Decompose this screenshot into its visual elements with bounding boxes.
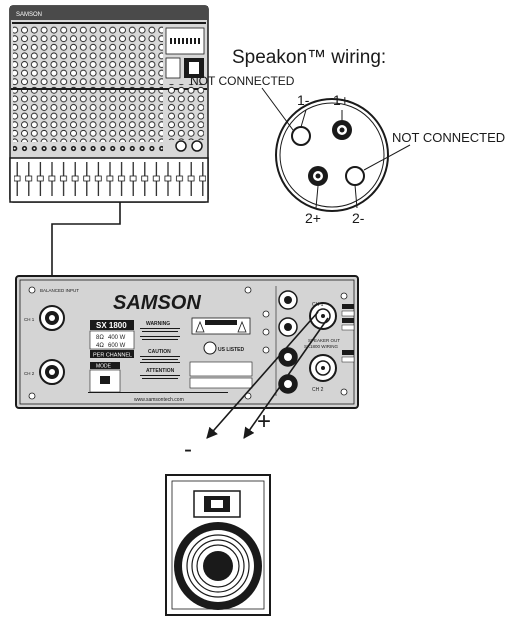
negative-polarity-label: - <box>184 436 192 463</box>
speakon-wiring-title: Speakon™ wiring: <box>232 47 387 68</box>
amp-out-ch1-label: CH 1 <box>312 302 324 308</box>
pin-2-plus-label: 2+ <box>305 210 321 226</box>
mixer-mute-row <box>13 142 163 152</box>
amp-rating-watts-2: 600 W <box>108 343 126 349</box>
binding-posts <box>275 286 298 396</box>
amp-rating-ohms-2: 4Ω <box>96 343 104 349</box>
amp-balanced-input: BALANCED INPUT <box>40 288 79 293</box>
amp-speaker-wiring: SX1800 WIRING <box>304 344 339 349</box>
amp-out-ch2-label: CH 2 <box>312 387 324 393</box>
not-connected-label-right: NOT CONNECTED <box>392 130 506 145</box>
pin-1-minus-label: 1- <box>297 92 310 108</box>
mixer-to-amp-cable <box>51 202 121 276</box>
pin-2-minus-terminal <box>345 166 365 186</box>
pin-1-plus-label: 1+ <box>333 92 349 108</box>
speaker-cable-negative <box>206 311 319 439</box>
speaker-cable-positive <box>243 317 329 439</box>
amp-mode-label: MODE <box>96 364 112 370</box>
amp-in-ch1-label: CH 1 <box>24 317 35 322</box>
amp-caution-label: CAUTION <box>148 349 171 355</box>
amp-rating-watts-1: 400 W <box>108 335 126 341</box>
pin-1-minus-terminal <box>291 126 311 146</box>
not-connected-label-left: NOT CONNECTED <box>190 74 295 88</box>
amp-brand: SAMSON <box>113 292 201 314</box>
amp-model: SX 1800 <box>96 321 127 330</box>
mixer-knob-rows-upper <box>13 26 163 88</box>
amp-website: www.samsontech.com <box>134 397 184 403</box>
speakon-connector <box>261 87 411 212</box>
mixer-faders <box>14 160 206 200</box>
amp-per-channel: PER CHANNEL <box>93 353 132 359</box>
positive-polarity-label: + <box>257 408 272 435</box>
amplifier-rear-panel: SAMSON SX 1800 8Ω 400 W 4Ω 600 W PER CHA… <box>15 275 359 409</box>
amp-warning-label: WARNING <box>146 321 170 327</box>
mixer-meter <box>165 27 205 55</box>
pin-2-minus-label: 2- <box>352 210 365 226</box>
amp-speaker-out: SPEAKER OUT <box>308 338 340 343</box>
amp-rating-ohms-1: 8Ω <box>96 335 104 341</box>
amp-ul-listed: US LISTED <box>218 347 245 353</box>
amp-attention-label: ATTENTION <box>146 368 175 374</box>
mixer-brand-label: SAMSON <box>16 12 42 18</box>
mixer-master-knobs <box>166 84 204 140</box>
mixer-knob-rows-lower <box>13 90 163 142</box>
amp-in-ch2-label: CH 2 <box>24 371 35 376</box>
mixer: SAMSON <box>9 5 209 203</box>
speaker-cabinet <box>165 474 271 616</box>
